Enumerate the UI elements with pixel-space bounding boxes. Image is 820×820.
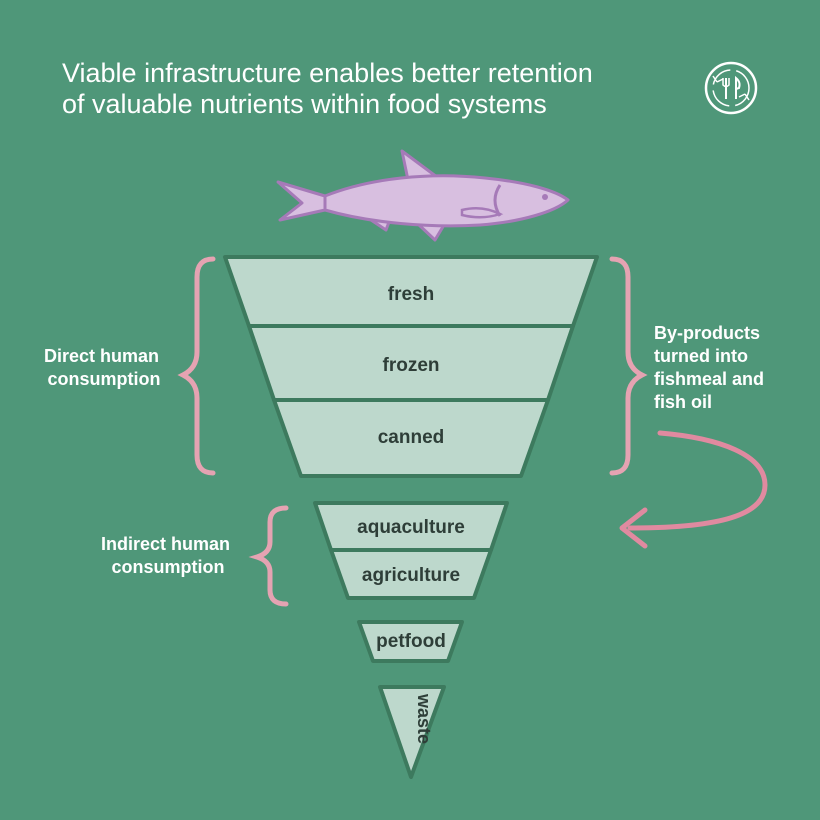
byproducts-label-line-4: fish oil [654, 392, 712, 412]
direct-label-line-1: Direct human [44, 346, 159, 366]
tier-canned-label: canned [378, 427, 445, 448]
fish-body [323, 174, 570, 228]
fish-tail [276, 180, 327, 222]
indirect-label-line-2: consumption [112, 557, 225, 577]
fish-illustration [276, 149, 570, 242]
direct-bracket [177, 256, 216, 476]
byproducts-label-line-2: turned into [654, 346, 748, 366]
indirect-funnel: aquaculture agriculture [313, 501, 509, 600]
direct-label-line-2: consumption [48, 369, 161, 389]
direct-label: Direct human consumption [44, 346, 164, 389]
indirect-bracket [248, 505, 289, 607]
fish-pectoral-fin [460, 206, 504, 219]
page-title: Viable infrastructure enables better ret… [62, 58, 682, 120]
waste-funnel: waste [378, 685, 446, 779]
petfood-funnel: petfood [357, 620, 464, 663]
tier-petfood [357, 620, 464, 663]
tier-frozen-label: frozen [383, 355, 440, 376]
direct-funnel: fresh frozen canned [223, 255, 599, 478]
food-systems-cycle-icon [704, 61, 758, 115]
indirect-label: Indirect human consumption [101, 534, 235, 577]
tier-canned [272, 398, 550, 478]
title-line-1: Viable infrastructure enables better ret… [62, 58, 593, 88]
byproducts-label-line-3: fishmeal and [654, 369, 764, 389]
curved-arrow [619, 430, 768, 549]
byproducts-bracket [609, 256, 648, 476]
tier-agriculture [329, 548, 493, 600]
tier-waste-label: waste [414, 693, 434, 744]
tier-aquaculture-label: aquaculture [357, 517, 465, 538]
byproducts-label-line-1: By-products [654, 323, 760, 343]
tier-petfood-label: petfood [376, 631, 446, 652]
tier-fresh-label: fresh [388, 284, 434, 305]
tier-waste [378, 685, 446, 779]
byproducts-label: By-products turned into fishmeal and fis… [654, 323, 769, 412]
title-line-2: of valuable nutrients within food system… [62, 89, 547, 119]
indirect-label-line-1: Indirect human [101, 534, 230, 554]
tier-agriculture-label: agriculture [362, 565, 460, 586]
fish-eye [542, 194, 548, 200]
